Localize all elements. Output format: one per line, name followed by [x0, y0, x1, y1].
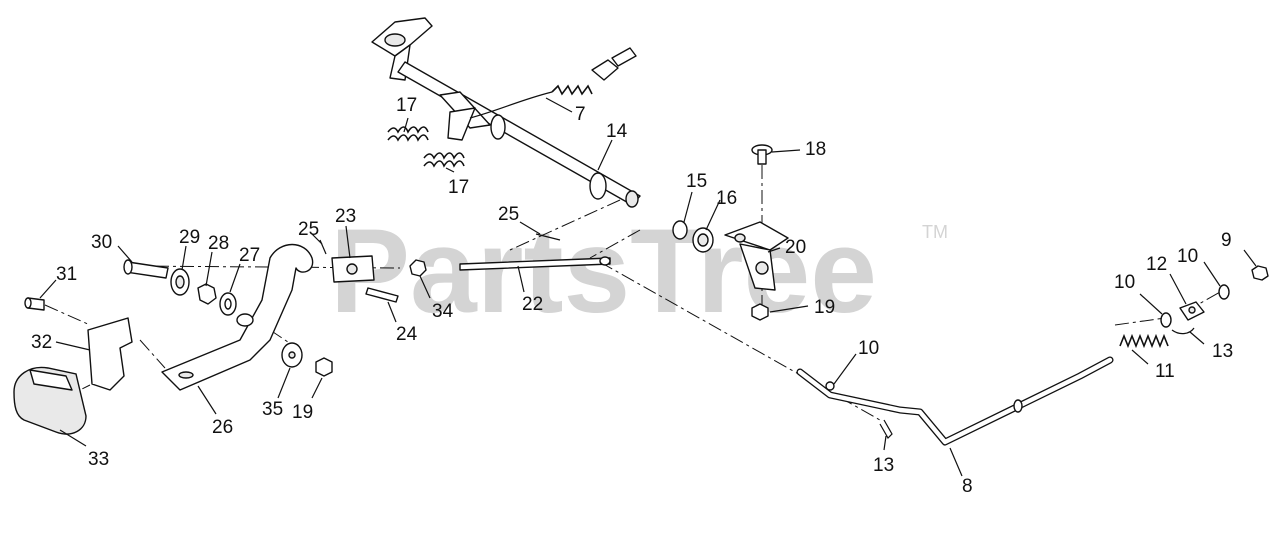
- cable-part-7: [469, 47, 637, 119]
- callout-10-right: 10: [1177, 246, 1198, 267]
- callout-25-right: 25: [498, 204, 519, 225]
- clip-part-13-lower: [879, 419, 893, 439]
- callout-7: 7: [575, 104, 586, 125]
- callout-29: 29: [179, 227, 200, 248]
- callout-12: 12: [1146, 254, 1167, 275]
- nut-part-9: [1251, 265, 1269, 281]
- nut-part-19-left: [315, 357, 333, 377]
- bracket-part-20: [724, 221, 789, 291]
- callout-9: 9: [1221, 230, 1232, 251]
- bushing-part-29: [170, 268, 190, 296]
- callout-34: 34: [432, 301, 454, 322]
- callout-33: 33: [88, 449, 109, 470]
- callout-28: 28: [208, 233, 229, 254]
- callout-25-left: 25: [298, 219, 319, 240]
- callout-27: 27: [239, 245, 260, 266]
- callout-17-lower: 17: [448, 177, 469, 198]
- rod-part-22: [459, 256, 611, 271]
- callout-35: 35: [262, 399, 283, 420]
- callout-13-upper: 13: [1212, 341, 1233, 362]
- control-rod-part-8: [796, 356, 1114, 446]
- pin-part-25-right: [535, 233, 561, 241]
- callout-18: 18: [805, 139, 826, 160]
- callout-30: 30: [91, 232, 112, 253]
- clevis-part-23: [331, 255, 375, 283]
- assembly-lines: [44, 165, 1221, 421]
- nut-part-19-right: [751, 303, 769, 321]
- callout-8: 8: [962, 476, 973, 497]
- watermark-trademark: TM: [922, 222, 948, 242]
- callout-10-lower: 10: [858, 338, 879, 359]
- callout-13-lower: 13: [873, 455, 894, 476]
- callout-24: 24: [396, 324, 418, 345]
- shaft-assembly: [371, 17, 641, 208]
- callout-23: 23: [335, 206, 356, 227]
- washer-part-10-right: [1218, 284, 1230, 300]
- spring-part-11: [1119, 333, 1169, 349]
- callouts: 7 14 17 17 18 15 16 20 19 25 23 25 30 29…: [31, 95, 1233, 497]
- pedal-pad-part-33: [13, 366, 87, 435]
- washer-part-35: [281, 342, 303, 368]
- callout-26: 26: [212, 417, 233, 438]
- bolt-part-30: [123, 259, 169, 279]
- callout-15: 15: [686, 171, 707, 192]
- callout-31: 31: [56, 264, 77, 285]
- pedal-arm-part-26: [161, 243, 314, 391]
- bushing-parts: [672, 220, 714, 253]
- washer-part-10-middle: [1160, 312, 1172, 328]
- callout-16: 16: [716, 188, 737, 209]
- leader-lines: [39, 97, 1257, 477]
- nut-part-34: [409, 259, 427, 277]
- nut-part-28: [197, 283, 217, 305]
- bolt-part-31: [24, 297, 45, 311]
- callout-19-left: 19: [292, 402, 313, 423]
- callout-20: 20: [785, 237, 806, 258]
- callout-14: 14: [606, 121, 628, 142]
- callout-10-middle: 10: [1114, 272, 1135, 293]
- callout-11: 11: [1155, 361, 1175, 382]
- spring-part-17: [387, 126, 465, 168]
- callout-19-right: 19: [814, 297, 835, 318]
- pin-part-18: [751, 144, 773, 165]
- swivel-part-12: [1179, 301, 1205, 321]
- callout-32: 32: [31, 332, 52, 353]
- washer-part-27: [219, 292, 237, 316]
- callout-17-upper: 17: [396, 95, 417, 116]
- callout-22: 22: [522, 294, 543, 315]
- pin-part-24: [365, 287, 399, 303]
- clip-part-13-upper: [1171, 327, 1195, 335]
- pedal-bracket-part-32: [87, 317, 133, 391]
